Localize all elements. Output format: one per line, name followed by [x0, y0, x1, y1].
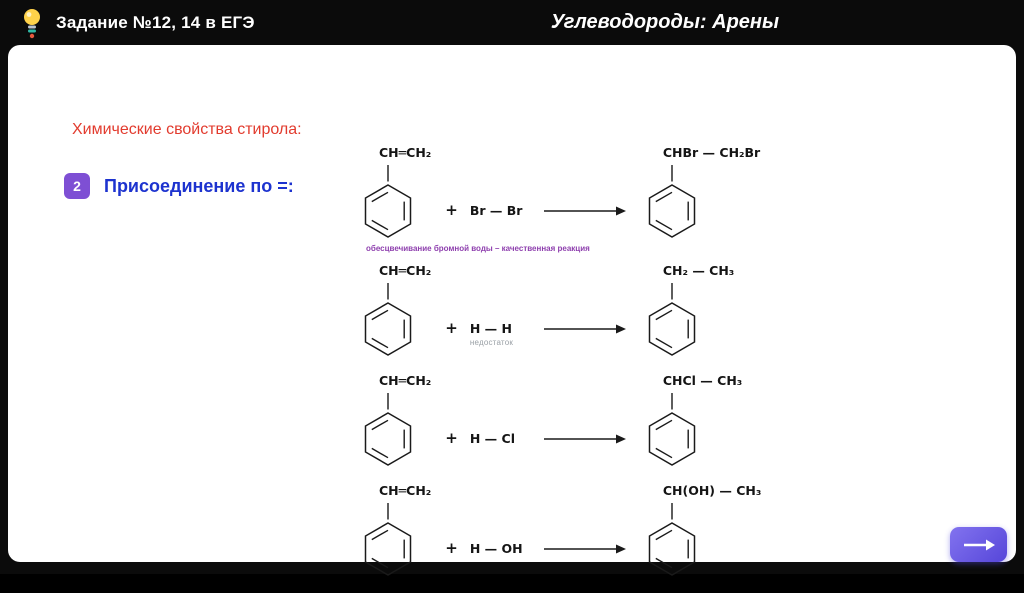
reaction-row: CH═CH₂ + H — H недостаток CH₂ — CH₃ [360, 263, 761, 359]
reagent: Br — Br [470, 203, 530, 218]
product-molecule: CH(OH) — CH₃ [644, 483, 761, 579]
reaction-row: CH═CH₂ + H — OH CH(OH) — CH₃ [360, 483, 761, 579]
styrene-molecule: CH═CH₂ [360, 483, 431, 579]
product-molecule: CH₂ — CH₃ [644, 263, 734, 359]
benzene-ring [364, 393, 412, 466]
reactant-formula: CH═CH₂ [379, 263, 432, 278]
reagent-formula: H — OH [469, 541, 523, 556]
styrene-molecule: CH═CH₂ [360, 263, 431, 359]
reactant-formula: CH═CH₂ [379, 145, 432, 160]
reaction-arrow-icon [543, 324, 626, 334]
reaction-arrow-icon [543, 434, 626, 444]
reagent: H — H недостаток [470, 321, 530, 347]
reagent-formula: H — H [469, 321, 512, 336]
arrow-right-icon [963, 539, 995, 550]
styrene-molecule: CH═CH₂ [360, 145, 431, 241]
plus-sign: + [445, 201, 458, 219]
reaction-arrow-icon [543, 544, 626, 554]
product-molecule: CHBr — CH₂Br [644, 145, 760, 241]
product-formula: CHBr — CH₂Br [662, 145, 761, 160]
reactant-formula: CH═CH₂ [379, 373, 432, 388]
reagent-note: недостаток [469, 338, 514, 347]
top-bar: Задание №12, 14 в ЕГЭ Углеводороды: Арен… [0, 0, 1024, 45]
plus-sign: + [445, 429, 458, 447]
topic-title: Углеводороды: Арены [550, 11, 780, 33]
styrene-molecule: CH═CH₂ [360, 373, 431, 469]
reagent-formula: H — Cl [469, 431, 515, 446]
plus-sign: + [445, 319, 458, 337]
lightbulb-icon [24, 8, 40, 38]
reaction-caption: обесцвечивание бромной воды – качественн… [366, 244, 590, 253]
reaction-row: CH═CH₂ + H — Cl CHCl — CH₃ [360, 373, 761, 469]
plus-sign: + [445, 539, 458, 557]
reagent-formula: Br — Br [469, 203, 523, 218]
benzene-ring [364, 503, 412, 576]
reaction-schemes: CH═CH₂ + Br — Br CHBr — CH₂Br [360, 145, 761, 593]
benzene-ring [648, 393, 696, 466]
reactant-formula: CH═CH₂ [379, 483, 432, 498]
reaction-row: CH═CH₂ + Br — Br CHBr — CH₂Br [360, 145, 761, 253]
task-label: Задание №12, 14 в ЕГЭ [56, 12, 255, 32]
product-formula: CH₂ — CH₃ [662, 263, 735, 278]
benzene-ring [648, 283, 696, 356]
section-heading: Химические свойства стирола: [72, 121, 302, 138]
benzene-ring [648, 503, 696, 576]
step-number-badge: 2 [64, 173, 90, 199]
benzene-ring [364, 283, 412, 356]
slide-content: Химические свойства стирола: 2 Присоедин… [8, 45, 1016, 576]
step-label: Присоединение по =: [104, 175, 294, 196]
reagent: H — Cl [470, 431, 530, 446]
presentation-slide: Задание №12, 14 в ЕГЭ Углеводороды: Арен… [0, 0, 1024, 576]
benzene-ring [364, 165, 412, 238]
benzene-ring [648, 165, 696, 238]
reaction-arrow-icon [543, 206, 626, 216]
step-row: 2 Присоединение по =: [64, 173, 294, 199]
product-molecule: CHCl — CH₃ [644, 373, 742, 469]
reagent: H — OH [470, 541, 530, 556]
product-formula: CH(OH) — CH₃ [662, 483, 762, 498]
next-slide-button[interactable] [950, 527, 1007, 562]
product-formula: CHCl — CH₃ [662, 373, 743, 388]
